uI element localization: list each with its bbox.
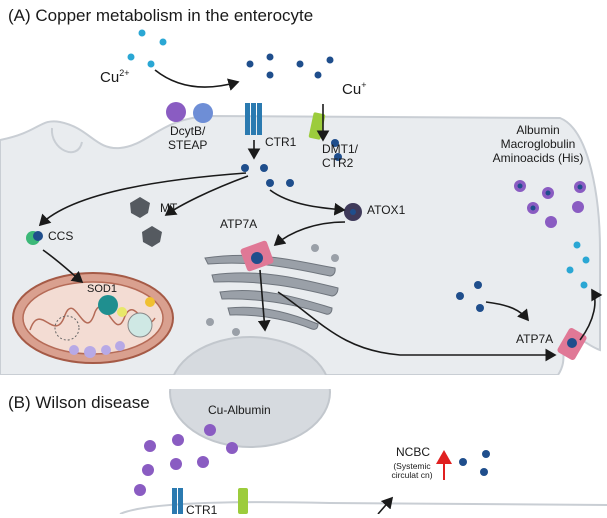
systemic-label: (Systemic circulat cn): [391, 461, 433, 481]
exported-cu-ions: [566, 241, 590, 289]
sod1-label: SOD1: [87, 283, 117, 295]
ctr1-label-b: CTR1: [186, 503, 218, 517]
ctr1-label: CTR1: [265, 135, 297, 149]
cu2-label: Cu2+: [100, 68, 130, 86]
plasma-carrier-proteins: [514, 180, 586, 228]
ctr1-transporter: [245, 103, 262, 135]
cu-albumin-complexes: [134, 424, 238, 496]
dcytb-label: DcytB/ STEAP: [168, 124, 208, 152]
ccs-protein: [26, 231, 43, 245]
carrier-albumin: Albumin: [516, 123, 560, 137]
mt-proteins: [130, 197, 162, 247]
ncbc-label: NCBC: [396, 445, 431, 459]
cu2-ions: [127, 29, 167, 68]
cu-albumin-label: Cu-Albumin: [208, 403, 271, 417]
carrier-macroglobulin: Macroglobulin: [500, 136, 576, 151]
panel-a-title: (A) Copper metabolism in the enterocyte: [8, 6, 314, 25]
dcytb-steap-protein: [166, 102, 213, 123]
atox1-label: ATOX1: [367, 203, 406, 217]
atp7a-membrane-label: ATP7A: [516, 332, 554, 346]
panel-b-title: (B) Wilson disease: [8, 393, 150, 412]
dmt1-label: DMT1/ CTR2: [322, 142, 358, 170]
carrier-list: Albumin Macroglobulin Aminoacids (His): [490, 123, 586, 165]
mt-label: MT: [160, 201, 178, 215]
dmt1-transporter-b: [238, 488, 248, 514]
apical-notch: [50, 127, 83, 154]
cu1-ions: [246, 53, 334, 79]
ccs-label: CCS: [48, 229, 74, 243]
carrier-aminoacids: Aminoacids (His): [492, 150, 584, 165]
ctr1-transporter-b: [172, 488, 183, 514]
nucleus: [169, 336, 331, 448]
ncbc-copper: [459, 450, 490, 476]
intracellular-copper: [241, 139, 484, 312]
panel-b-cell-edge: [119, 501, 607, 514]
atp7a-golgi-label: ATP7A: [220, 217, 258, 231]
atox1-protein: [344, 203, 362, 221]
flow-arrows: [38, 69, 603, 362]
cu1-label: Cu+: [342, 80, 367, 98]
